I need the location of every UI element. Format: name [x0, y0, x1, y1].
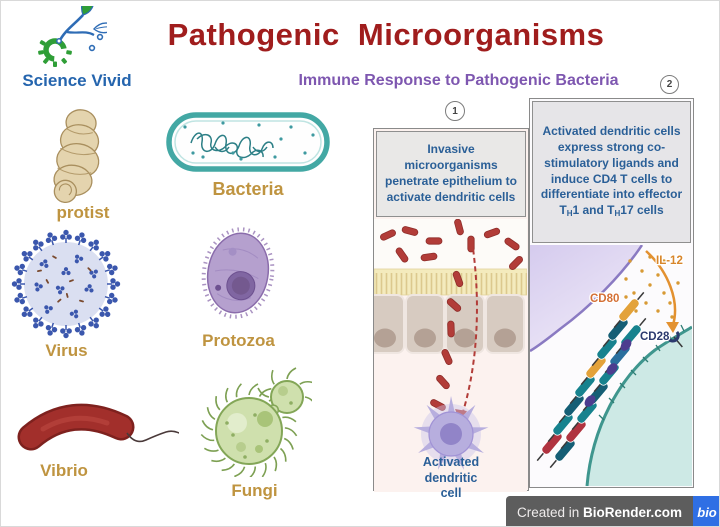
subtitle: Immune Response to Pathogenic Bacteria: [298, 72, 619, 89]
step-2-marker: 2: [660, 75, 679, 94]
organism-card-protist: protist: [23, 103, 143, 223]
il12-molecules: [624, 255, 680, 319]
biorender-logo: bio: [693, 496, 719, 526]
science-vivid-logo-icon: [38, 6, 107, 67]
badge-created-in-text: Created in: [516, 504, 583, 520]
organism-label-virus: Virus: [45, 341, 88, 360]
dendritic-membrane: [530, 245, 644, 353]
dendritic-cell-illustration: [413, 396, 489, 470]
protozoa-illustration: [201, 227, 275, 319]
organism-label-bacteria: Bacteria: [212, 179, 284, 199]
fungi-illustration: [200, 367, 312, 477]
membrane-hatches: [598, 324, 685, 421]
organism-card-protozoa: Protozoa: [191, 223, 286, 351]
step-2-caption: Activated dendritic cells express strong…: [532, 101, 691, 243]
cd28-receptor: [667, 330, 683, 348]
t-cell-illustration: [587, 327, 692, 486]
page-title: Pathogenic Microorganisms: [167, 17, 605, 52]
organism-label-protozoa: Protozoa: [202, 331, 275, 350]
bacteria-illustration: [166, 112, 330, 172]
cd28-label: CD28: [640, 331, 670, 343]
badge-text: Created in BioRender.com: [506, 505, 693, 520]
penetration-arrow: [461, 240, 478, 416]
step-1-number: 1: [452, 105, 458, 117]
biorender-badge: Created in BioRender.com bio: [506, 496, 719, 526]
dendritic-cell-region: [530, 245, 642, 351]
step-2-number: 2: [666, 79, 673, 90]
organism-label-vibrio: Vibrio: [40, 461, 88, 480]
organism-label-protist: protist: [56, 203, 110, 222]
panel-step-2: Activated dendritic cells express strong…: [529, 98, 694, 488]
organism-card-fungi: Fungi: [197, 367, 312, 501]
vibrio-illustration: [17, 403, 179, 451]
step-1-marker: 1: [445, 101, 465, 121]
receptor-molecules: [533, 288, 650, 472]
cd80-label: CD80: [590, 293, 619, 305]
costimulation-illustration: IL-12 CD80 CD28: [530, 245, 692, 486]
il12-arrow: [645, 250, 677, 326]
il12-label: IL-12: [656, 255, 683, 267]
panel-step-1: Invasive microorganisms penetrate epithe…: [373, 128, 529, 500]
step-1-caption: Invasive microorganisms penetrate epithe…: [376, 131, 526, 217]
organism-card-vibrio: Vibrio: [9, 397, 179, 481]
epithelium-penetration-illustration: [374, 219, 527, 492]
organism-label-fungi: Fungi: [231, 481, 278, 500]
organism-card-bacteria: Bacteria: [163, 109, 333, 200]
organism-card-virus: Virus: [9, 229, 124, 361]
protist-illustration: [53, 109, 100, 203]
virus-illustration: [11, 229, 121, 339]
brand-name: Science Vivid: [22, 71, 132, 90]
badge-brand-text: BioRender.com: [583, 504, 683, 520]
activated-dendritic-cell-label: Activated dendritic cell: [422, 455, 480, 501]
